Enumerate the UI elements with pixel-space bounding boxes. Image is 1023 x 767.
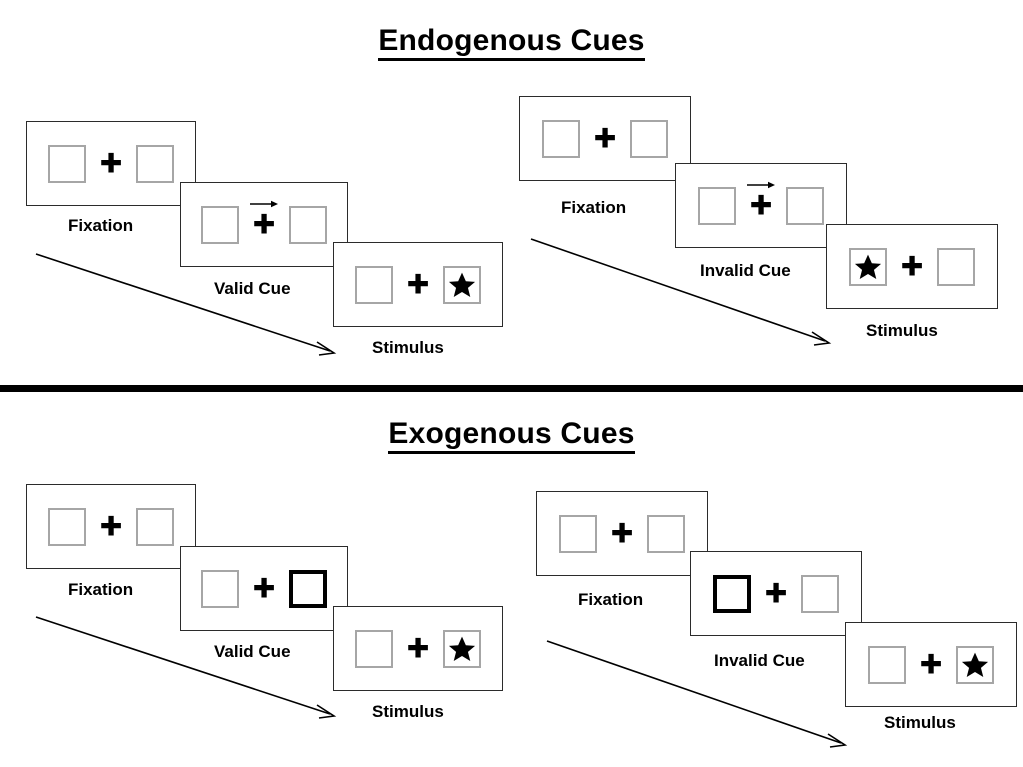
target-box-right-cued <box>289 569 327 608</box>
fixation-cross: ✚ <box>610 518 634 549</box>
trial-frame-stimulus: ✚ <box>845 622 1017 707</box>
time-flow-arrow-icon <box>545 637 855 752</box>
stage-label-fixation: Fixation <box>68 580 134 599</box>
fixation-cross-glyph: ✚ <box>252 209 276 240</box>
fixation-cross: ✚ <box>99 511 123 542</box>
target-box-right <box>443 629 481 668</box>
target-box-left <box>201 205 239 244</box>
target-box-left <box>355 265 393 304</box>
trial-frame-fixation: ✚ <box>536 491 708 576</box>
target-box-right <box>956 645 994 684</box>
stage-label-fixation: Fixation <box>578 590 644 609</box>
target-box-right <box>647 514 685 553</box>
stage-label-valid-cue: Valid Cue <box>214 279 291 298</box>
fixation-cross: ✚ <box>764 578 788 609</box>
fixation-cross: ✚ <box>900 251 924 282</box>
stage-label-stimulus: Stimulus <box>884 713 956 732</box>
fixation-cross-glyph: ✚ <box>900 251 924 282</box>
star-icon <box>961 651 989 679</box>
fixation-cross-glyph: ✚ <box>252 573 276 604</box>
trial-frame-stimulus: ✚ <box>333 606 503 691</box>
fixation-cross: ✚ <box>250 200 278 240</box>
target-box-left <box>355 629 393 668</box>
target-box-right <box>786 186 824 225</box>
fixation-cross: ✚ <box>747 181 775 221</box>
section-title-exogenous: Exogenous Cues <box>0 417 1023 454</box>
stage-label-invalid-cue: Invalid Cue <box>714 651 805 670</box>
trial-frame-fixation: ✚ <box>26 484 196 569</box>
fixation-cross-glyph: ✚ <box>406 633 430 664</box>
target-box-right <box>136 507 174 546</box>
fixation-cross-glyph: ✚ <box>593 123 617 154</box>
trial-frame-fixation: ✚ <box>26 121 196 206</box>
trial-frame-valid-cue: ✚ <box>180 182 348 267</box>
fixation-cross-glyph: ✚ <box>764 578 788 609</box>
stage-label-fixation: Fixation <box>561 198 627 217</box>
target-box-left <box>48 507 86 546</box>
target-box-left-cued <box>713 574 751 613</box>
stage-label-invalid-cue: Invalid Cue <box>700 261 791 280</box>
fixation-cross-glyph: ✚ <box>610 518 634 549</box>
section-divider <box>0 385 1023 392</box>
stage-label-stimulus: Stimulus <box>372 338 444 357</box>
fixation-cross: ✚ <box>99 148 123 179</box>
arrow-right-icon <box>249 200 279 210</box>
target-box-left <box>698 186 736 225</box>
fixation-cross-glyph: ✚ <box>919 649 943 680</box>
target-box-left <box>201 569 239 608</box>
stage-label-valid-cue: Valid Cue <box>214 642 291 661</box>
section-title-exogenous-text: Exogenous Cues <box>388 417 635 454</box>
target-box-right <box>136 144 174 183</box>
trial-frame-valid-cue: ✚ <box>180 546 348 631</box>
fixation-cross: ✚ <box>406 269 430 300</box>
star-icon <box>448 635 476 663</box>
target-box-right <box>801 574 839 613</box>
fixation-cross-glyph: ✚ <box>749 190 773 221</box>
star-icon <box>448 271 476 299</box>
trial-frame-invalid-cue: ✚ <box>690 551 862 636</box>
stage-label-fixation: Fixation <box>68 216 134 235</box>
target-box-right <box>630 119 668 158</box>
fixation-cross: ✚ <box>252 573 276 604</box>
star-icon <box>854 253 882 281</box>
section-title-endogenous: Endogenous Cues <box>0 24 1023 61</box>
target-box-left <box>559 514 597 553</box>
target-box-right <box>937 247 975 286</box>
fixation-cross-glyph: ✚ <box>99 148 123 179</box>
target-box-right <box>289 205 327 244</box>
trial-frame-stimulus: ✚ <box>826 224 998 309</box>
target-box-right <box>443 265 481 304</box>
fixation-cross-glyph: ✚ <box>99 511 123 542</box>
trial-frame-stimulus: ✚ <box>333 242 503 327</box>
stage-label-stimulus: Stimulus <box>372 702 444 721</box>
trial-frame-fixation: ✚ <box>519 96 691 181</box>
section-title-endogenous-text: Endogenous Cues <box>378 24 645 61</box>
fixation-cross: ✚ <box>919 649 943 680</box>
target-box-left <box>48 144 86 183</box>
time-flow-arrow-icon <box>529 235 839 350</box>
trial-frame-invalid-cue: ✚ <box>675 163 847 248</box>
target-box-left <box>868 645 906 684</box>
target-box-left <box>849 247 887 286</box>
fixation-cross-glyph: ✚ <box>406 269 430 300</box>
fixation-cross: ✚ <box>406 633 430 664</box>
stage-label-stimulus: Stimulus <box>866 321 938 340</box>
fixation-cross: ✚ <box>593 123 617 154</box>
target-box-left <box>542 119 580 158</box>
arrow-right-icon <box>746 181 776 191</box>
